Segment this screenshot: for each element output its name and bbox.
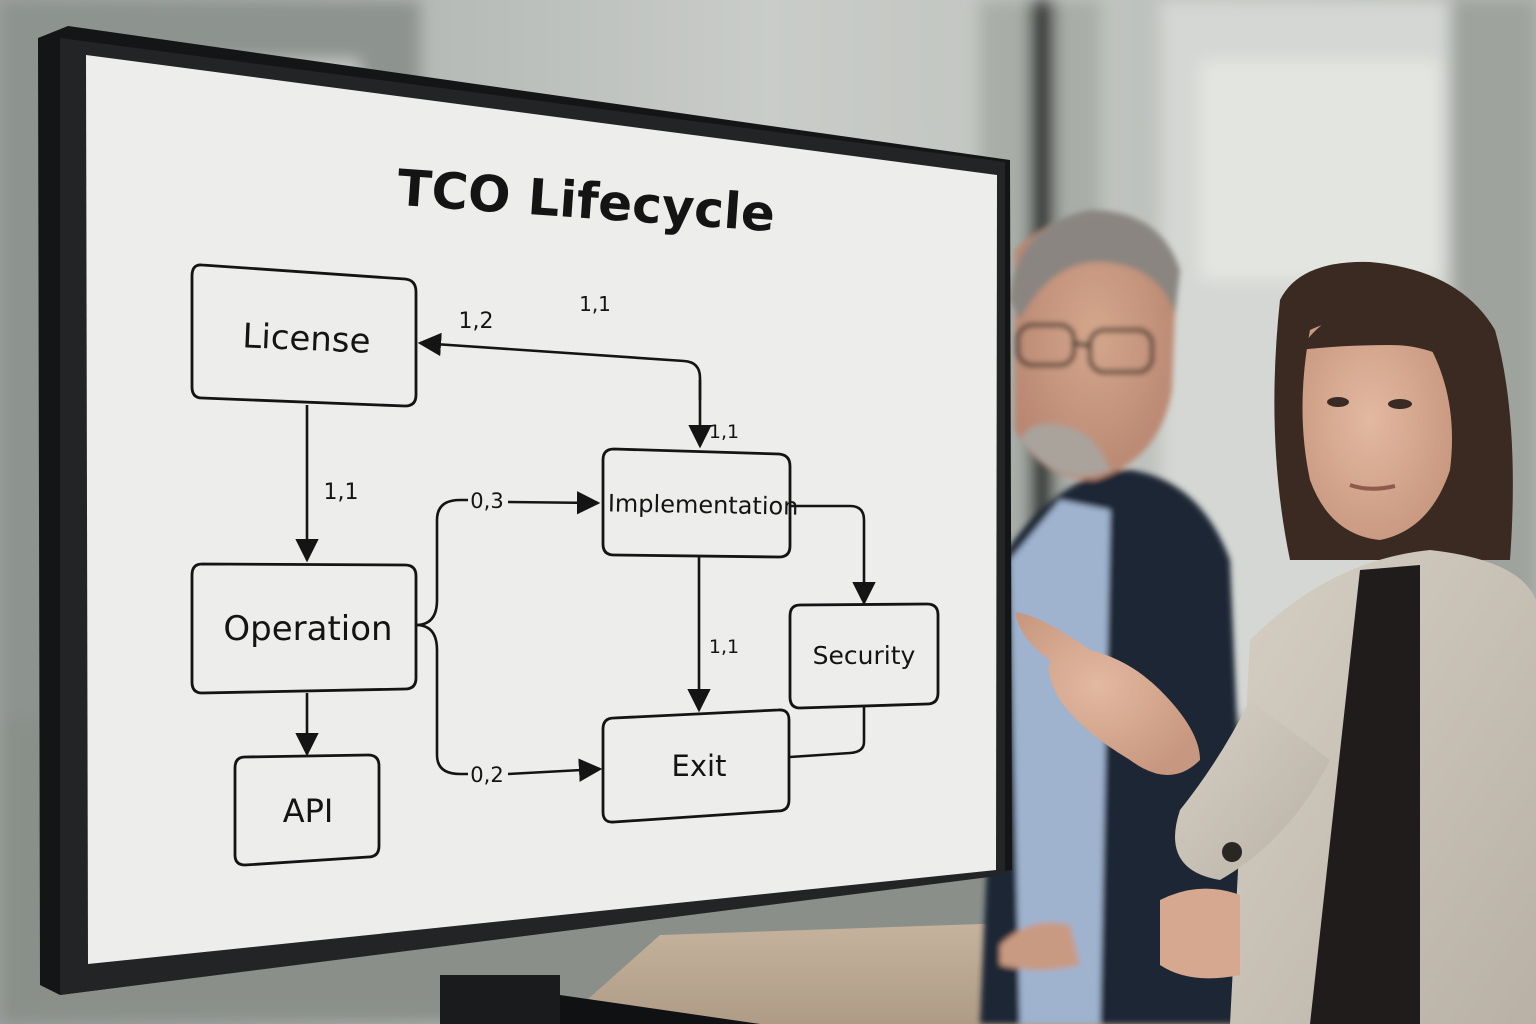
- node-license-label: License: [242, 316, 372, 362]
- edge-label-to-implementation: 1,1: [709, 421, 739, 443]
- branch-lower: [415, 623, 468, 776]
- node-api-label: API: [283, 792, 334, 830]
- glasses-icon: [1016, 323, 1154, 374]
- branch-upper: [415, 498, 468, 627]
- node-implementation-box: [601, 447, 792, 559]
- node-exit-label: Exit: [672, 749, 727, 783]
- cuff-button-icon: [1222, 842, 1242, 862]
- node-implementation-label: Implementation: [608, 489, 799, 520]
- edge-return-license: [417, 332, 702, 400]
- woman-figure: [1015, 261, 1536, 1024]
- pointing-hand: [1015, 612, 1200, 775]
- node-api-box: [233, 753, 381, 867]
- edge-label-implementation-exit: 1,1: [709, 636, 739, 658]
- node-security-label: Security: [813, 641, 916, 670]
- edge-security-exit: [789, 706, 866, 759]
- connectors: [295, 332, 876, 782]
- edge-label-top-loop: 1,1: [579, 292, 611, 316]
- node-exit-box: [601, 708, 791, 824]
- monitor-stand: [440, 975, 760, 1024]
- edge-label-return-license: 1,2: [459, 309, 494, 334]
- node-security-box: [788, 602, 940, 710]
- edge-label-operation-exit: 0,2: [470, 763, 503, 787]
- edge-label-operation-implementation: 0,3: [470, 489, 503, 513]
- edge-implementation-security: [790, 504, 876, 606]
- edge-operation-exit: [507, 758, 603, 782]
- node-operation-label: Operation: [223, 609, 392, 649]
- node-operation-box: [190, 562, 418, 695]
- edge-operation-implementation: [507, 491, 601, 515]
- node-license-box: [190, 263, 418, 408]
- edge-label-license-operation: 1,1: [324, 480, 359, 505]
